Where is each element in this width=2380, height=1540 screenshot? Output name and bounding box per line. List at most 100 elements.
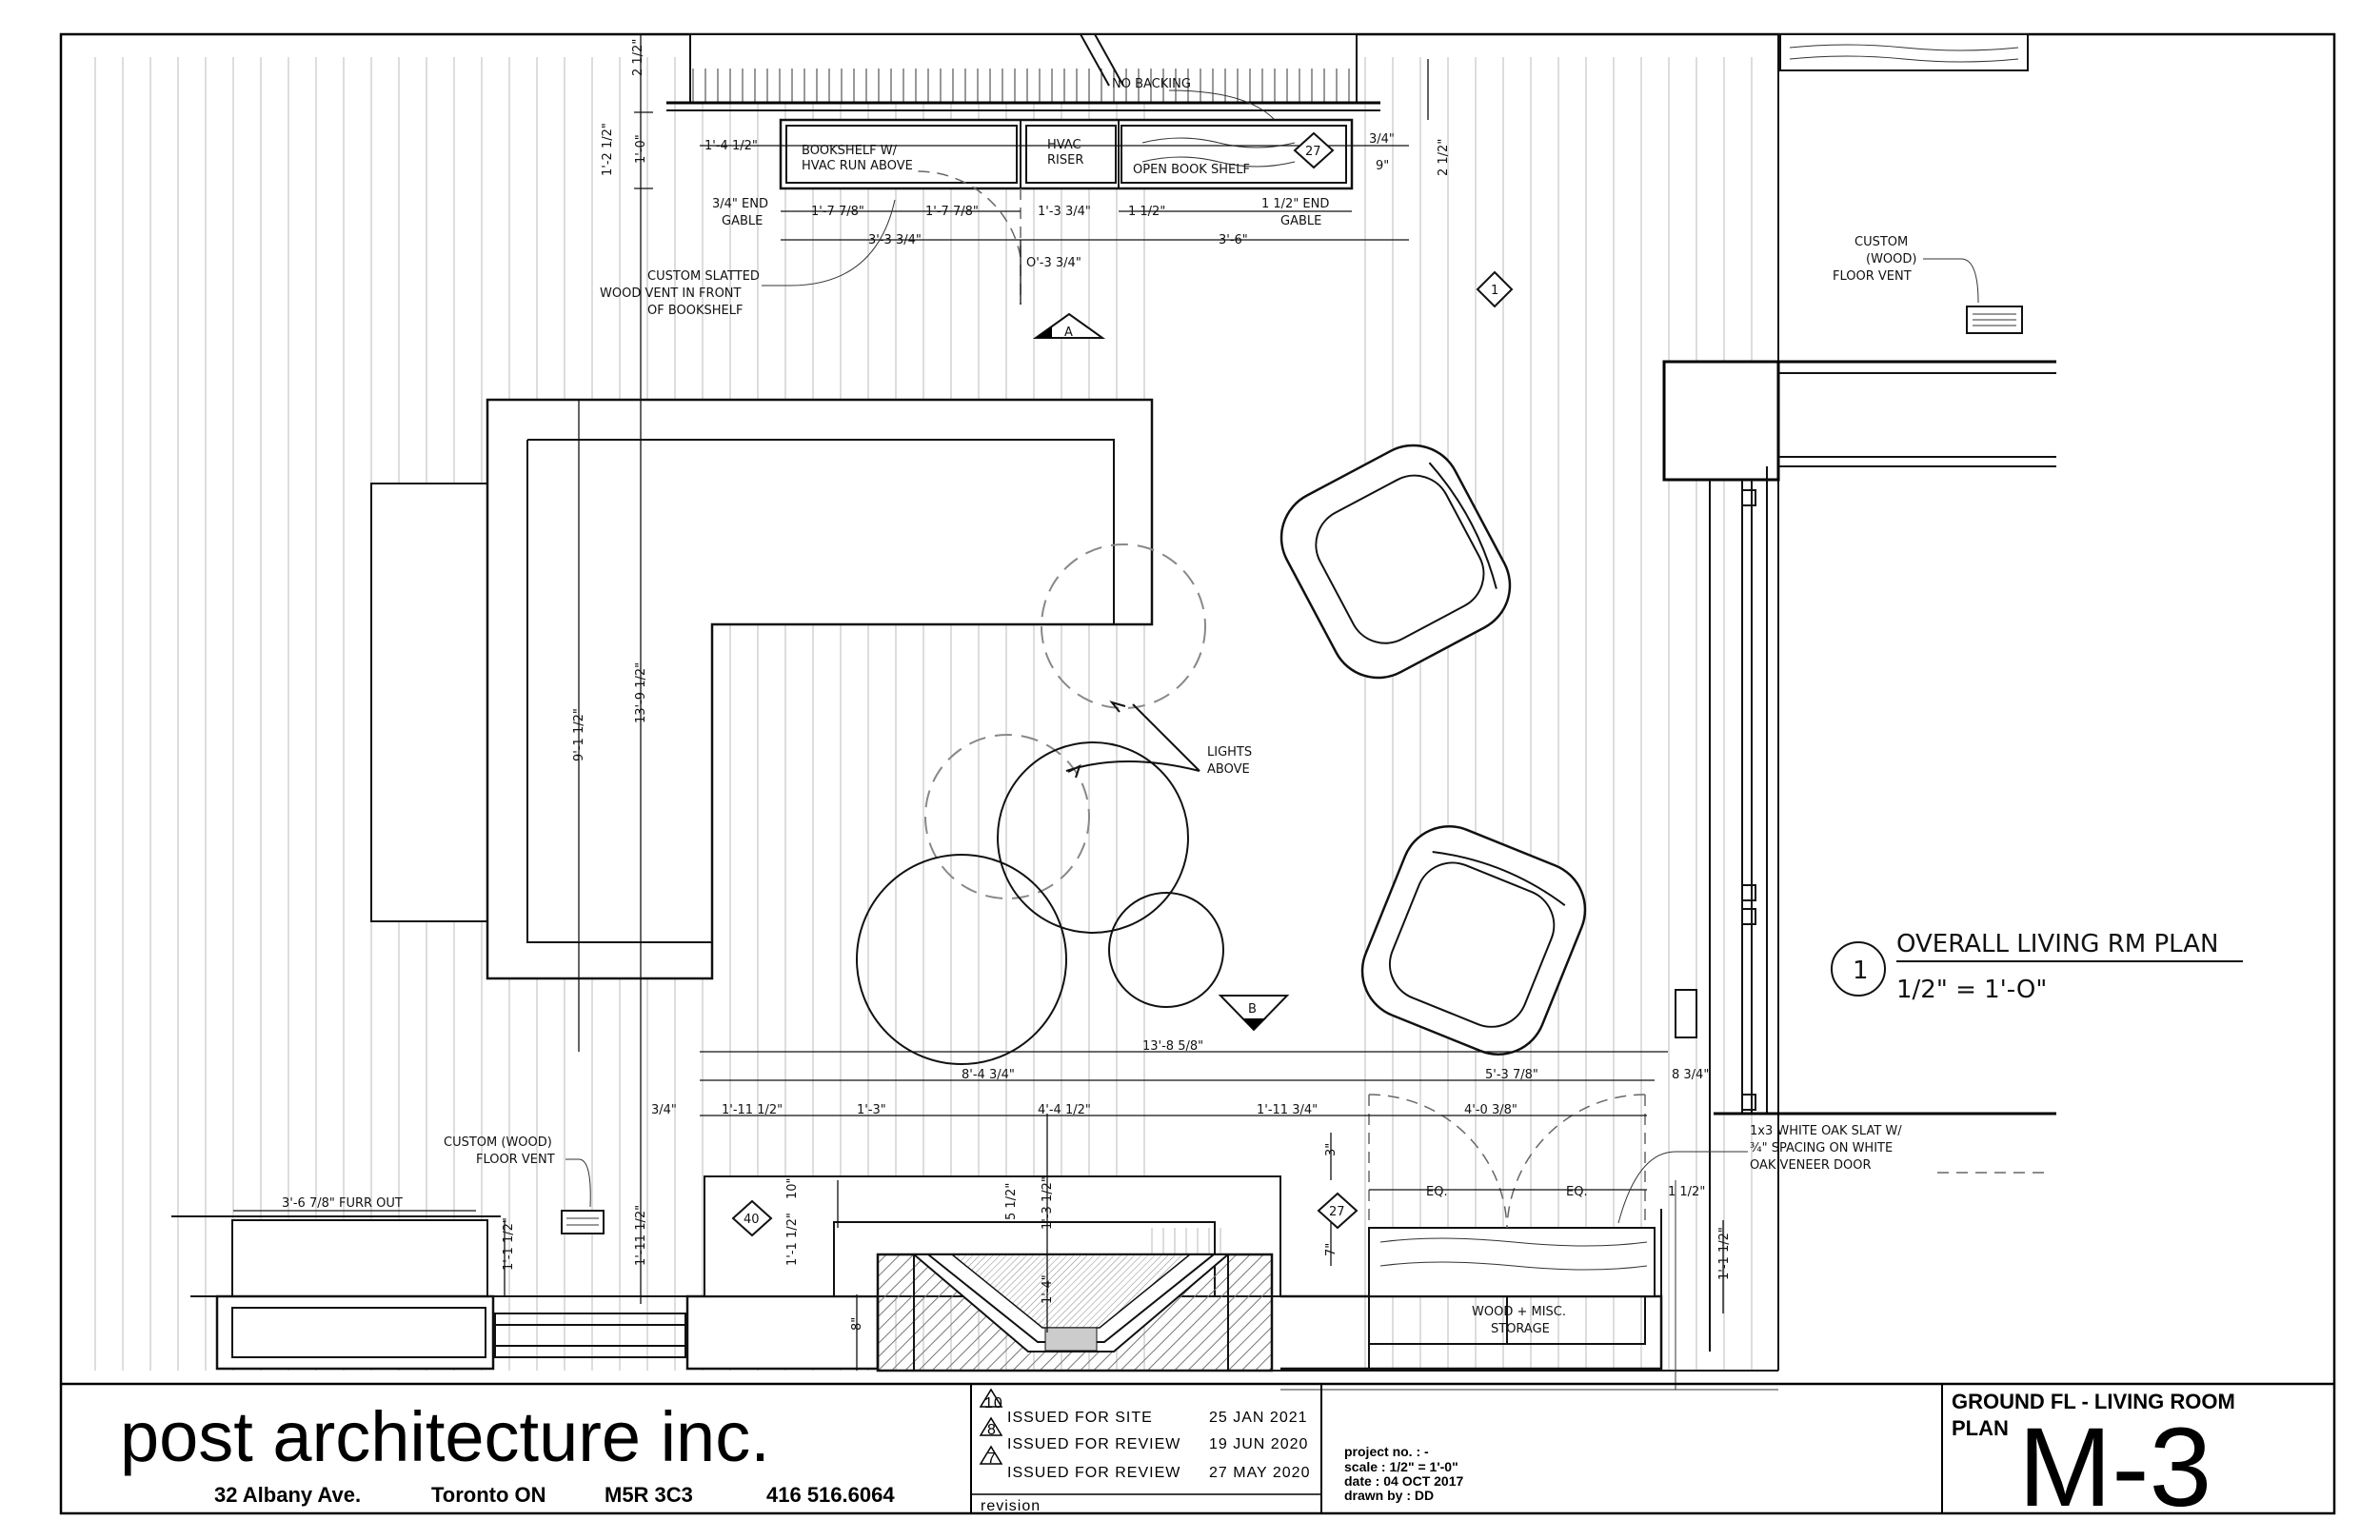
note-hvac-riser-1: HVAC: [1047, 138, 1081, 152]
note-bookshelf-hvac-2: HVAC RUN ABOVE: [802, 159, 913, 173]
tag-view-1: 1: [1491, 284, 1498, 298]
firm-address-street: 32 Albany Ave.: [214, 1483, 361, 1507]
dim-1-3-34: 1'-3 3/4": [1038, 205, 1091, 219]
firm-address-city: Toronto ON: [431, 1483, 546, 1507]
dim-4-4-5: 4'-4 1/2": [1038, 1103, 1091, 1117]
armchair-top: [1279, 444, 1512, 680]
plan-title-number: 1: [1853, 957, 1869, 985]
revision-desc-10: ISSUED FOR SITE: [1007, 1410, 1153, 1426]
dim-3: 3": [1324, 1143, 1339, 1156]
dim-4-0-38: 4'-0 3/8": [1464, 1103, 1517, 1117]
tag-27-bottom: 27: [1329, 1205, 1345, 1219]
revision-desc-7: ISSUED FOR REVIEW: [1007, 1465, 1180, 1481]
title-block: post architecture inc. 32 Albany Ave. To…: [61, 1382, 2334, 1530]
note-bookshelf-hvac-1: BOOKSHELF W/: [802, 144, 898, 158]
dim-7: 7": [1324, 1243, 1339, 1256]
window-stub-top-right: [1779, 33, 2029, 71]
note-custom-vent-l-1: CUSTOM (WOOD): [444, 1135, 552, 1150]
dim-13-8-58: 13'-8 5/8": [1142, 1039, 1203, 1054]
plan-title: 1 OVERALL LIVING RM PLAN 1/2" = 1'-O": [1831, 930, 2243, 1004]
door-swing: [915, 170, 1021, 258]
floor-vent-east: [1675, 989, 1697, 1038]
dim-3-6: 3'-6": [1219, 233, 1248, 247]
note-custom-vent-l-2: FLOOR VENT: [476, 1153, 555, 1167]
plan-title-scale: 1/2" = 1'-O": [1896, 976, 2047, 1004]
firm-name: post architecture inc.: [120, 1397, 770, 1476]
revision-date-8: 19 JUN 2020: [1209, 1436, 1308, 1452]
note-custom-vent-r-1: CUSTOM: [1854, 235, 1908, 249]
firm-phone: 416 516.6064: [766, 1483, 895, 1507]
dim-9: 9": [1376, 159, 1389, 173]
dim-0-3-34: O'-3 3/4": [1026, 256, 1081, 270]
note-end-gable-15-2: GABLE: [1280, 214, 1321, 228]
note-slatted-vent-3: OF BOOKSHELF: [647, 304, 743, 318]
project-date: date : 04 OCT 2017: [1344, 1473, 1463, 1489]
dim-13-9-5: 13'-9 1/2": [634, 662, 648, 723]
revision-number-7: 7: [987, 1451, 997, 1467]
plan-title-text: OVERALL LIVING RM PLAN: [1896, 930, 2218, 958]
dim-8-34: 8 3/4": [1672, 1068, 1709, 1082]
sheet-title-line-1: GROUND FL - LIVING ROOM: [1952, 1390, 2235, 1413]
sheet-number: M-3: [2018, 1405, 2211, 1530]
dim-1-0: 1'-0": [634, 134, 648, 164]
note-white-oak-1: 1x3 WHITE OAK SLAT W/: [1750, 1124, 1902, 1138]
revision-desc-8: ISSUED FOR REVIEW: [1007, 1436, 1180, 1452]
note-lights-above-2: ABOVE: [1207, 762, 1250, 777]
section-marker-b: B: [1248, 1002, 1257, 1017]
note-wood-storage-2: STORAGE: [1491, 1322, 1550, 1336]
dim-1-5: 1 1/2": [1128, 205, 1165, 219]
revision-number-10: 10: [984, 1395, 1003, 1412]
dim-1-3: 1'-3": [857, 1103, 886, 1117]
section-marker-a: A: [1064, 326, 1073, 340]
dim-eq2: EQ.: [1566, 1185, 1588, 1199]
dim-1-3-5: 1'-3 1/2": [1041, 1176, 1055, 1230]
note-end-gable-34-2: GABLE: [722, 214, 763, 228]
dim-9-1-5: 9'-1 1/2": [572, 708, 586, 761]
revision-row: 8 ISSUED FOR REVIEW 19 JUN 2020: [979, 1416, 1308, 1452]
east-wall: [1662, 34, 2056, 1371]
fireplace-builtin: [171, 1094, 1778, 1391]
dimension-text: 2 1/2" 1'-2 1/2" 1'-0" 1'-4 1/2" 1'-7 7/…: [282, 39, 1732, 1331]
revision-list: 10 ISSUED FOR SITE 25 JAN 2021 8 ISSUED …: [979, 1388, 1310, 1481]
dim-1-1-5a: 1'-1 1/2": [502, 1217, 516, 1271]
tag-40: 40: [744, 1213, 760, 1227]
revision-date-10: 25 JAN 2021: [1209, 1410, 1308, 1426]
drawn-by: drawn by : DD: [1344, 1488, 1434, 1503]
dim-2-5b: 2 1/2": [1437, 139, 1451, 176]
dim-5-5: 5 1/2": [1004, 1183, 1019, 1220]
dim-1-2-5: 1'-2 1/2": [601, 123, 615, 176]
note-end-gable-15-1: 1 1/2" END: [1261, 197, 1329, 211]
project-scale: scale : 1/2" = 1'-0": [1344, 1459, 1458, 1474]
dim-5-3-78: 5'-3 7/8": [1485, 1068, 1538, 1082]
revision-label: revision: [981, 1498, 1041, 1514]
firm-address-postal: M5R 3C3: [605, 1483, 693, 1507]
dim-1-5b: 1 1/2": [1668, 1185, 1705, 1199]
dim-1-11-5v: 1'-11 1/2": [634, 1205, 648, 1266]
dimension-lines: [233, 34, 1724, 1371]
note-no-backing: NO BACKING: [1112, 77, 1191, 91]
note-custom-vent-r-3: FLOOR VENT: [1833, 269, 1912, 284]
note-custom-vent-r-2: (WOOD): [1866, 252, 1916, 267]
revision-row: 10 ISSUED FOR SITE 25 JAN 2021: [979, 1388, 1308, 1426]
note-hvac-riser-2: RISER: [1047, 153, 1083, 168]
floor-vent-right: [1966, 306, 2023, 334]
dim-2-5a: 2 1/2": [631, 39, 645, 76]
dim-1-7-78a: 1'-7 7/8": [811, 205, 864, 219]
note-slatted-vent-2: WOOD VENT IN FRONT: [600, 286, 742, 301]
dim-1-11-5: 1'-11 1/2": [722, 1103, 783, 1117]
armchair-bottom: [1360, 825, 1587, 1056]
sheet-title-line-2: PLAN: [1952, 1416, 2009, 1440]
floor-grain: [94, 57, 1753, 1371]
dim-eq1: EQ.: [1426, 1185, 1448, 1199]
dim-3-4a: 3/4": [1369, 132, 1395, 147]
bookshelf-unit: [779, 118, 1354, 190]
pendant-lights: [856, 543, 1224, 1065]
dim-8-4-34: 8'-4 3/4": [962, 1068, 1015, 1082]
dim-8: 8": [850, 1317, 864, 1331]
note-wood-storage-1: WOOD + MISC.: [1472, 1305, 1566, 1319]
dim-10: 10": [785, 1177, 800, 1199]
dim-1-4: 1'-4": [1041, 1274, 1055, 1304]
dim-1-4-5: 1'-4 1/2": [704, 139, 758, 153]
revision-date-7: 27 MAY 2020: [1209, 1465, 1310, 1481]
